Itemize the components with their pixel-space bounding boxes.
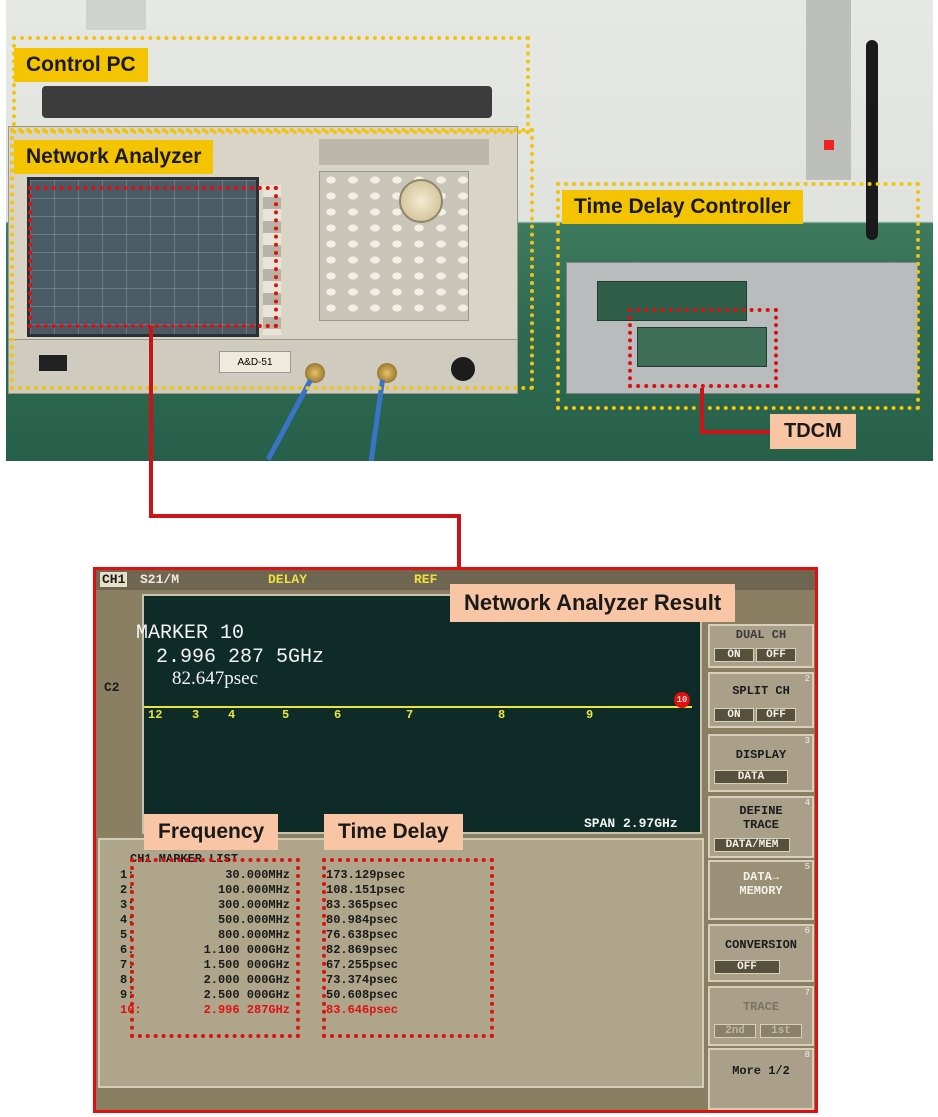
label-tdcm: TDCM <box>770 414 856 449</box>
label-control-pc: Control PC <box>14 48 148 82</box>
port-2-connector <box>377 363 397 383</box>
marker-label-1-2: 12 <box>148 708 163 722</box>
port-1-connector <box>305 363 325 383</box>
lab-setup-photo: A&D-51 Control PC Network Analyzer Time … <box>6 0 933 461</box>
wall-bracket <box>86 0 146 30</box>
delay-trace <box>144 706 692 708</box>
delay-plot: MARKER 10 2.996 287 5GHz 82.647psec 10 1… <box>136 594 702 834</box>
marker-row-3-delay: 83.365psec <box>326 898 399 912</box>
network-analyzer-device: A&D-51 <box>8 126 518 394</box>
parameter-label: S21/M <box>140 572 180 587</box>
marker-row-6-delay: 82.869psec <box>326 943 399 957</box>
softkey-dual-ch[interactable]: DUAL CH ON OFF <box>708 624 814 668</box>
control-pc-body <box>42 86 492 118</box>
analyzer-dial <box>451 357 475 381</box>
connector-line-across <box>149 514 461 518</box>
ref-label: REF <box>414 572 438 587</box>
device-tag: A&D-51 <box>219 351 291 373</box>
label-time-delay: Time Delay <box>324 814 463 850</box>
power-strip <box>806 0 851 180</box>
power-cord <box>866 40 878 240</box>
time-delay-column: 173.129psec 108.151psec 83.365psec 80.98… <box>326 868 446 1018</box>
channel-badge: CH1 <box>100 572 128 587</box>
marker-list-panel: CH1 MARKER LIST 1: 30.000MHz 2: 100.000M… <box>98 838 704 1088</box>
frequency-column: 1: 30.000MHz 2: 100.000MHz 3: 300.000MHz… <box>120 868 290 1018</box>
tdcm-leader-horizontal <box>700 430 774 434</box>
marker-row-10-delay: 83.646psec <box>326 1003 399 1017</box>
marker-readout-line2: 2.996 287 5GHz <box>156 646 325 669</box>
marker-readout-line1: MARKER 10 <box>136 622 245 645</box>
softkey-conversion[interactable]: 6 CONVERSION OFF <box>708 924 814 982</box>
channel-side-label: C2 <box>104 680 120 695</box>
softkey-split-ch[interactable]: 2 SPLIT CH ON OFF <box>708 672 814 728</box>
tdcm-board <box>637 327 767 367</box>
frequency-highlight <box>130 858 300 1038</box>
marker-label-8: 8 <box>498 708 506 722</box>
analyzer-keypad <box>319 171 469 321</box>
power-indicator <box>824 140 834 150</box>
marker-label-9: 9 <box>586 708 594 722</box>
marker-label-5: 5 <box>282 708 290 722</box>
softkey-define-trace[interactable]: 4 DEFINE TRACE DATA/MEM <box>708 796 814 858</box>
network-analyzer-highlight <box>10 128 534 390</box>
marker-row-1-delay: 173.129psec <box>326 868 406 882</box>
marker-label-3: 3 <box>192 708 200 722</box>
connector-line-drop <box>457 514 461 570</box>
marker-label-7: 7 <box>406 708 414 722</box>
marker-10-symbol: 10 <box>674 692 690 708</box>
marker-readout-line3: 82.647psec <box>172 668 259 689</box>
softkey-trace[interactable]: 7 TRACE 2nd 1st <box>708 986 814 1046</box>
format-label: DELAY <box>268 572 308 587</box>
marker-row-4-delay: 80.984psec <box>326 913 399 927</box>
tdcm-leader-vertical <box>700 388 704 434</box>
analyzer-screen-highlight <box>28 186 278 328</box>
marker-row-8-delay: 73.374psec <box>326 973 399 987</box>
label-time-delay-controller: Time Delay Controller <box>562 190 803 224</box>
time-delay-highlight <box>322 858 494 1038</box>
label-frequency: Frequency <box>144 814 279 850</box>
time-delay-controller-highlight <box>556 182 920 410</box>
time-delay-controller-device <box>566 262 918 394</box>
softkey-display[interactable]: 3 DISPLAY DATA <box>708 734 814 792</box>
marker-row-2-delay: 108.151psec <box>326 883 406 897</box>
marker-label-6: 6 <box>334 708 342 722</box>
connector-line-down <box>149 326 153 518</box>
analyzer-knob <box>399 179 443 223</box>
marker-row-7-delay: 67.255psec <box>326 958 399 972</box>
tdcm-highlight <box>628 308 778 388</box>
analyzer-screen <box>27 177 259 337</box>
span-label: SPAN 2.97GHz <box>584 816 678 831</box>
softkey-more[interactable]: 8 More 1/2 <box>708 1048 814 1110</box>
softkey-data-memory[interactable]: 5 DATA→ MEMORY <box>708 860 814 920</box>
analyzer-disk-slot <box>319 139 489 165</box>
marker-label-4: 4 <box>228 708 236 722</box>
label-network-analyzer-result: Network Analyzer Result <box>450 584 736 622</box>
marker-row-5-delay: 76.638psec <box>326 928 399 942</box>
label-network-analyzer: Network Analyzer <box>14 140 214 174</box>
control-pc-highlight <box>12 36 530 134</box>
power-switch <box>39 355 67 371</box>
controller-board <box>597 281 747 321</box>
marker-row-9-delay: 50.608psec <box>326 988 399 1002</box>
network-analyzer-result-screen: CH1 S21/M DELAY REF C2 MARKER 10 2.996 2… <box>93 567 818 1113</box>
